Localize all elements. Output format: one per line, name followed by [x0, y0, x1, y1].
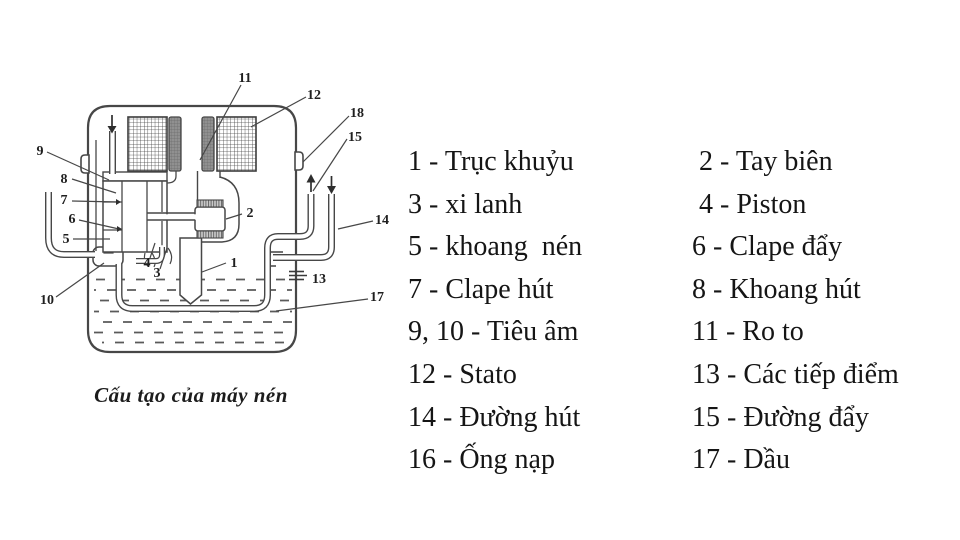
- stator-winding-right: [216, 116, 257, 172]
- legend-item-13: 13 - Các tiếp điểm: [692, 358, 899, 390]
- parts-legend: 1 - Trục khuỷu 2 - Tay biên 3 - xi lanh …: [404, 141, 960, 482]
- legend-item-6: 6 - Clape đẩy: [692, 231, 843, 263]
- diagram-caption: Cấu tạo của máy nén: [94, 383, 288, 407]
- discharge-flow-arrow: [306, 174, 316, 192]
- diagram-label-4: 4: [144, 256, 151, 271]
- valve-pointer-6: [117, 226, 122, 232]
- contact-pins: [289, 270, 307, 281]
- legend-item-17: 17 - Dầu: [692, 444, 790, 476]
- crank-bearing-top: [196, 199, 224, 208]
- diagram-label-14: 14: [375, 213, 389, 228]
- rotor-bar-left: [168, 116, 182, 172]
- legend-item-15: 15 - Đường đẩy: [692, 401, 869, 433]
- legend-item-3: 3 - xi lanh: [408, 188, 523, 220]
- diagram-label-17: 17: [370, 290, 384, 305]
- compressor-diagram: 1 2 3 4 5 6 7 8 9 10 11 12 13 14 15 17 1…: [0, 0, 420, 470]
- leader-lines: [46, 84, 374, 312]
- diagram-label-3: 3: [154, 266, 161, 281]
- diagram-label-1: 1: [231, 256, 238, 271]
- compressor-structure-svg: 1 2 3 4 5 6 7 8 9 10 11 12 13 14 15 17 1…: [37, 71, 390, 407]
- diagram-label-8: 8: [61, 172, 68, 187]
- stator-winding-left: [127, 116, 168, 172]
- casing-bump-right: [294, 151, 304, 171]
- diagram-label-15: 15: [348, 130, 362, 145]
- tubes: [45, 128, 335, 312]
- legend-item-2: 2 - Tay biên: [692, 146, 833, 177]
- legend-item-7: 7 - Clape hút: [408, 273, 554, 305]
- casing-bumps: [80, 151, 304, 174]
- diagram-label-18: 18: [350, 106, 364, 121]
- intake-flow-arrow: [107, 115, 117, 134]
- flow-arrows: [107, 115, 336, 194]
- rotor-bar-right: [201, 116, 215, 172]
- diagram-label-6: 6: [69, 212, 76, 227]
- number-labels: 1 2 3 4 5 6 7 8 9 10 11 12 13 14 15 17 1…: [37, 71, 390, 308]
- crank-web: [201, 176, 240, 243]
- legend-item-11: 11 - Ro to: [692, 316, 804, 348]
- stator-rotor-assembly: [127, 116, 257, 172]
- crank-journal: [194, 206, 226, 232]
- legend-item-4: 4 - Piston: [692, 188, 807, 220]
- diagram-label-5: 5: [63, 232, 70, 247]
- legend-item-14: 14 - Đường hút: [408, 401, 581, 433]
- legend-item-12: 12 - Stato: [408, 358, 517, 390]
- diagram-label-10: 10: [40, 293, 54, 308]
- crankshaft: [179, 237, 203, 305]
- diagram-label-7: 7: [61, 193, 68, 208]
- legend-item-1: 1 - Trục khuỷu: [408, 146, 574, 177]
- diagram-label-11: 11: [238, 71, 251, 86]
- valve-hook-right: [167, 247, 173, 265]
- suction-flow-arrow: [327, 176, 336, 194]
- crank-assembly: [147, 171, 240, 243]
- diagram-label-13: 13: [312, 272, 326, 287]
- diagram-label-12: 12: [307, 88, 321, 103]
- legend-item-5: 5 - khoang nén: [408, 231, 583, 263]
- legend-item-16: 16 - Ống nạp: [408, 444, 555, 476]
- diagram-label-9: 9: [37, 144, 44, 159]
- legend-item-8: 8 - Khoang hút: [692, 273, 861, 305]
- legend-item-9-10: 9, 10 - Tiêu âm: [408, 316, 579, 348]
- valve-pointer-7: [116, 199, 121, 205]
- crank-bearing-bottom: [196, 230, 224, 239]
- diagram-label-2: 2: [247, 206, 254, 221]
